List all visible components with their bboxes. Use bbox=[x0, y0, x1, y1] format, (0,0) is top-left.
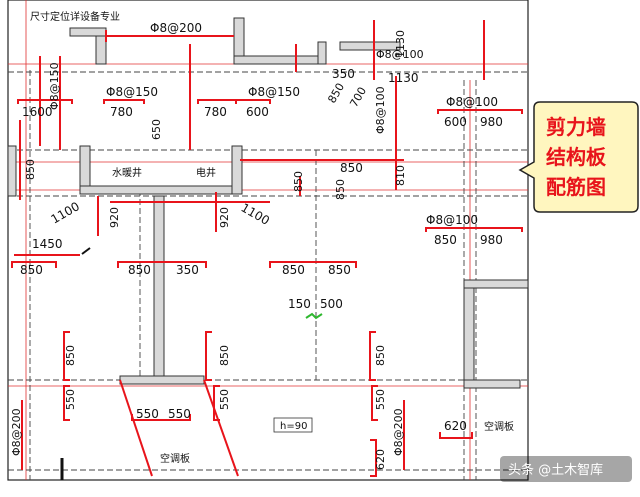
wall-left-edge bbox=[7, 145, 17, 197]
ac-board-2: 空调板 bbox=[160, 452, 190, 465]
dim-850row: 850 bbox=[20, 263, 43, 277]
dim-550c: 550 bbox=[136, 407, 159, 421]
dim-500: 500 bbox=[320, 297, 343, 311]
dim-350: 350 bbox=[332, 67, 355, 81]
dim-1100a: 1100 bbox=[49, 199, 82, 226]
dim-550a: 550 bbox=[64, 389, 77, 410]
v200-left-label: Φ8@200 bbox=[10, 408, 23, 456]
dim-1450: 1450 bbox=[32, 237, 63, 251]
top-right-v: 1130 bbox=[394, 30, 407, 58]
dim-850va: 850 bbox=[64, 345, 77, 366]
shear-walls bbox=[7, 17, 529, 389]
dim-350r2: 350 bbox=[176, 263, 199, 277]
dim-left-v: 850 bbox=[24, 159, 37, 180]
elec-well-label: 电井 bbox=[196, 166, 216, 179]
wall-right bbox=[463, 283, 475, 389]
dim-600a: 600 bbox=[246, 105, 269, 119]
callout-line-2: 结构板 bbox=[546, 145, 607, 169]
dim-850top: 850 bbox=[325, 81, 347, 106]
top-right-dim: 1130 bbox=[388, 71, 419, 85]
dim-850-small: 850 bbox=[434, 233, 457, 247]
h-tag-box bbox=[273, 417, 313, 433]
dim-850r4: 850 bbox=[328, 263, 351, 277]
dim-650: 650 bbox=[150, 119, 163, 140]
green-mark bbox=[305, 312, 323, 320]
callout-line-3: 配筋图 bbox=[546, 175, 606, 199]
watermark-text: 头条 @土木智库 bbox=[508, 462, 603, 478]
rebar-right1-label: Φ8@100 bbox=[446, 95, 498, 109]
dim-1100b: 1100 bbox=[239, 200, 272, 227]
v200-right-label: Φ8@200 bbox=[392, 408, 405, 456]
dim-850vb: 850 bbox=[218, 345, 231, 366]
callout: 剪力墙 结构板 配筋图 bbox=[518, 101, 639, 213]
dim-850c: 850 bbox=[340, 161, 363, 175]
dim-980a: 980 bbox=[480, 115, 503, 129]
dim-150: 150 bbox=[288, 297, 311, 311]
dim-850vc: 850 bbox=[374, 345, 387, 366]
dim-620: 620 bbox=[444, 419, 467, 433]
top-right-bar-label: Φ8@100 bbox=[376, 48, 424, 61]
dim-920b: 920 bbox=[218, 207, 231, 228]
header-note: 尺寸定位详设备专业 bbox=[30, 10, 120, 23]
tick-mark-2 bbox=[81, 247, 91, 255]
dim-620v: 620 bbox=[374, 449, 387, 470]
rebar-lines bbox=[11, 20, 523, 477]
dim-550b: 550 bbox=[218, 389, 231, 410]
dim-810: 810 bbox=[394, 165, 407, 186]
dim-850v2: 850 bbox=[334, 179, 347, 200]
dim-1600: 1600 bbox=[22, 105, 53, 119]
wall-shaft-right bbox=[231, 145, 243, 195]
callout-line-1: 剪力墙 bbox=[546, 115, 606, 139]
dim-780a: 780 bbox=[110, 105, 133, 119]
wall-column-mid bbox=[153, 195, 165, 377]
dim-600b: 600 bbox=[444, 115, 467, 129]
water-well-label: 水暖井 bbox=[112, 166, 142, 179]
rebar-mid-label: Φ8@150 bbox=[248, 85, 300, 99]
dim-920a: 920 bbox=[108, 207, 121, 228]
dim-700: 700 bbox=[347, 85, 369, 110]
ac-board-1: 空调板 bbox=[484, 420, 514, 433]
dim-850r2: 850 bbox=[128, 263, 151, 277]
drawing-frame bbox=[7, 0, 529, 481]
left-v-label: Φ8@150 bbox=[48, 62, 61, 110]
mid-v-label: Φ8@100 bbox=[374, 86, 387, 134]
dim-850v1: 850 bbox=[292, 171, 305, 192]
dim-550d: 550 bbox=[168, 407, 191, 421]
dim-550v: 550 bbox=[374, 389, 387, 410]
dim-980b: 980 bbox=[480, 233, 503, 247]
dim-780b: 780 bbox=[204, 105, 227, 119]
top-bar-label: Φ8@200 bbox=[150, 21, 202, 35]
dim-850r3: 850 bbox=[282, 263, 305, 277]
watermark: 头条 @土木智库 bbox=[500, 456, 632, 482]
rebar-right2-label: Φ8@100 bbox=[426, 213, 478, 227]
h-tag: h=90 bbox=[280, 421, 307, 432]
rebar-left-label: Φ8@150 bbox=[106, 85, 158, 99]
